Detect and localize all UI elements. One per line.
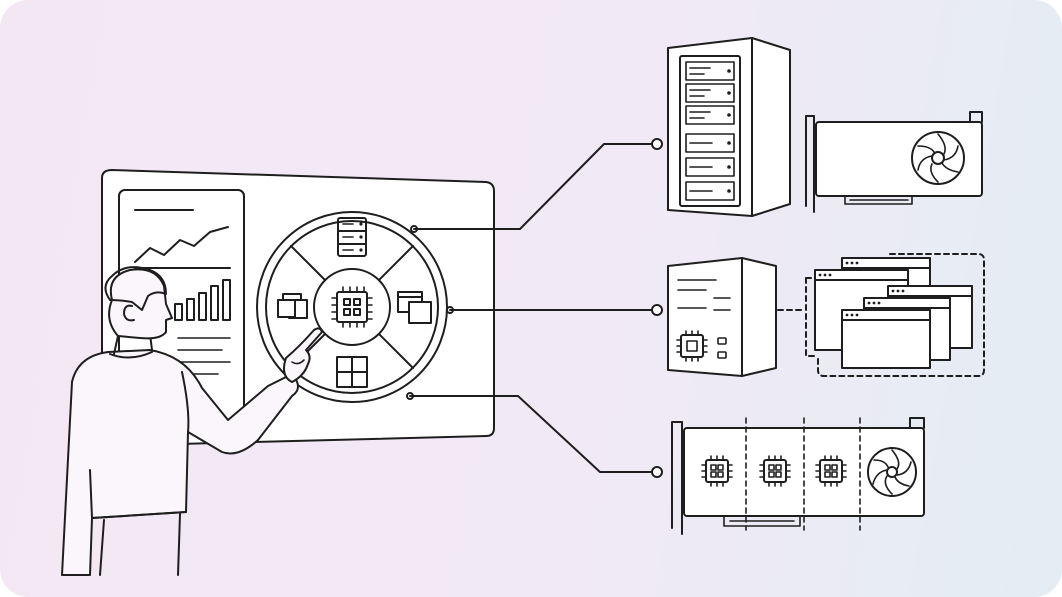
server-tower-icon (667, 37, 791, 217)
virtual-machine-windows-icon (777, 253, 985, 377)
gpu-partition-chip-3 (815, 455, 847, 487)
cpu-chip-icon (331, 286, 373, 328)
tower-cpu-icon (676, 330, 708, 362)
gpu-card-icon (805, 111, 983, 213)
gpu-fan-icon (867, 447, 917, 497)
virtual-machines-icon (277, 293, 308, 319)
connector-lines (409, 138, 663, 478)
containers-icon (397, 291, 432, 324)
gpu-partition-chip-2 (759, 455, 791, 487)
windows-logo-icon (336, 356, 368, 388)
bar-chart-icon (174, 279, 231, 321)
partitioned-gpu-card-icon (671, 417, 925, 535)
desktop-tower-icon (667, 257, 777, 377)
line-chart-icon (134, 226, 229, 263)
server-rack-icon (337, 217, 367, 257)
gpu-partition-chip-1 (701, 455, 733, 487)
person-illustration (61, 266, 323, 576)
